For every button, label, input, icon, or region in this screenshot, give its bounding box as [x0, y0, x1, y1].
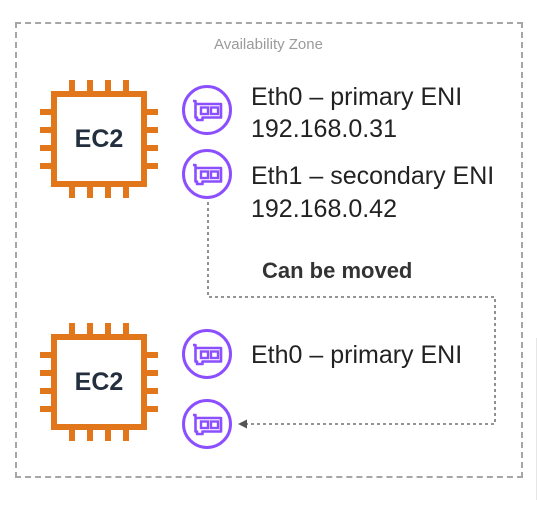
eni-eth0-top-ip: 192.168.0.31 [251, 115, 397, 143]
availability-zone-boundary [15, 22, 523, 478]
eni-eth0-top-name: Eth0 – primary ENI [251, 83, 463, 111]
eni-eth1-name: Eth1 – secondary ENI [251, 162, 495, 190]
ec2-instance-bottom: EC2 [40, 323, 158, 441]
eni-eth0-bottom-name: Eth0 – primary ENI [251, 341, 463, 369]
ec2-instance-top: EC2 [40, 80, 158, 198]
availability-zone-label: Availability Zone [214, 36, 323, 53]
eni-eth1-ip: 192.168.0.42 [251, 195, 397, 223]
ec2-instance-top-label: EC2 [74, 124, 124, 153]
can-be-moved-label: Can be moved [262, 258, 413, 283]
ec2-instance-bottom-label: EC2 [74, 367, 124, 396]
